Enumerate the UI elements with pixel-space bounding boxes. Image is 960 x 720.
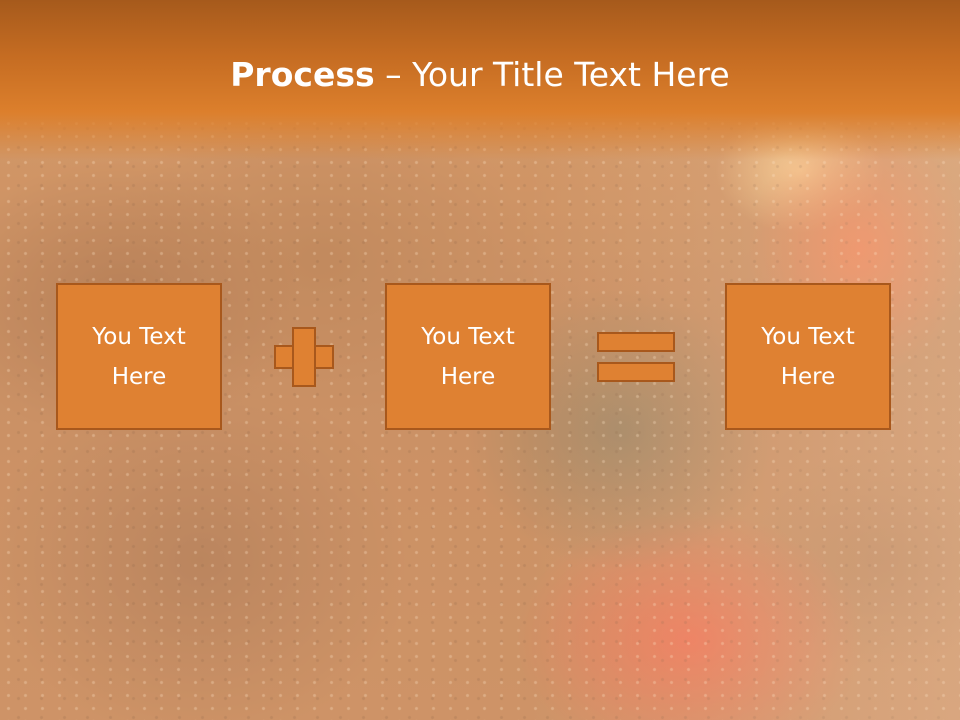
title-bold: Process xyxy=(230,55,375,94)
equals-icon-top-bar xyxy=(597,332,675,352)
equals-icon xyxy=(597,332,675,382)
process-box-3-line1: You Text xyxy=(761,323,855,350)
plus-icon xyxy=(274,327,334,387)
process-box-2-line1: You Text xyxy=(421,323,515,350)
title-rest: – Your Title Text Here xyxy=(374,55,730,94)
process-box-1-line2: Here xyxy=(111,363,167,390)
equals-icon-bottom-bar xyxy=(597,362,675,382)
title-bar xyxy=(0,0,960,160)
process-box-3-line2: Here xyxy=(780,363,836,390)
plus-icon-center xyxy=(294,347,314,367)
slide-title: Process – Your Title Text Here xyxy=(0,52,960,98)
process-box-1-line1: You Text xyxy=(92,323,186,350)
process-box-2-line2: Here xyxy=(440,363,496,390)
